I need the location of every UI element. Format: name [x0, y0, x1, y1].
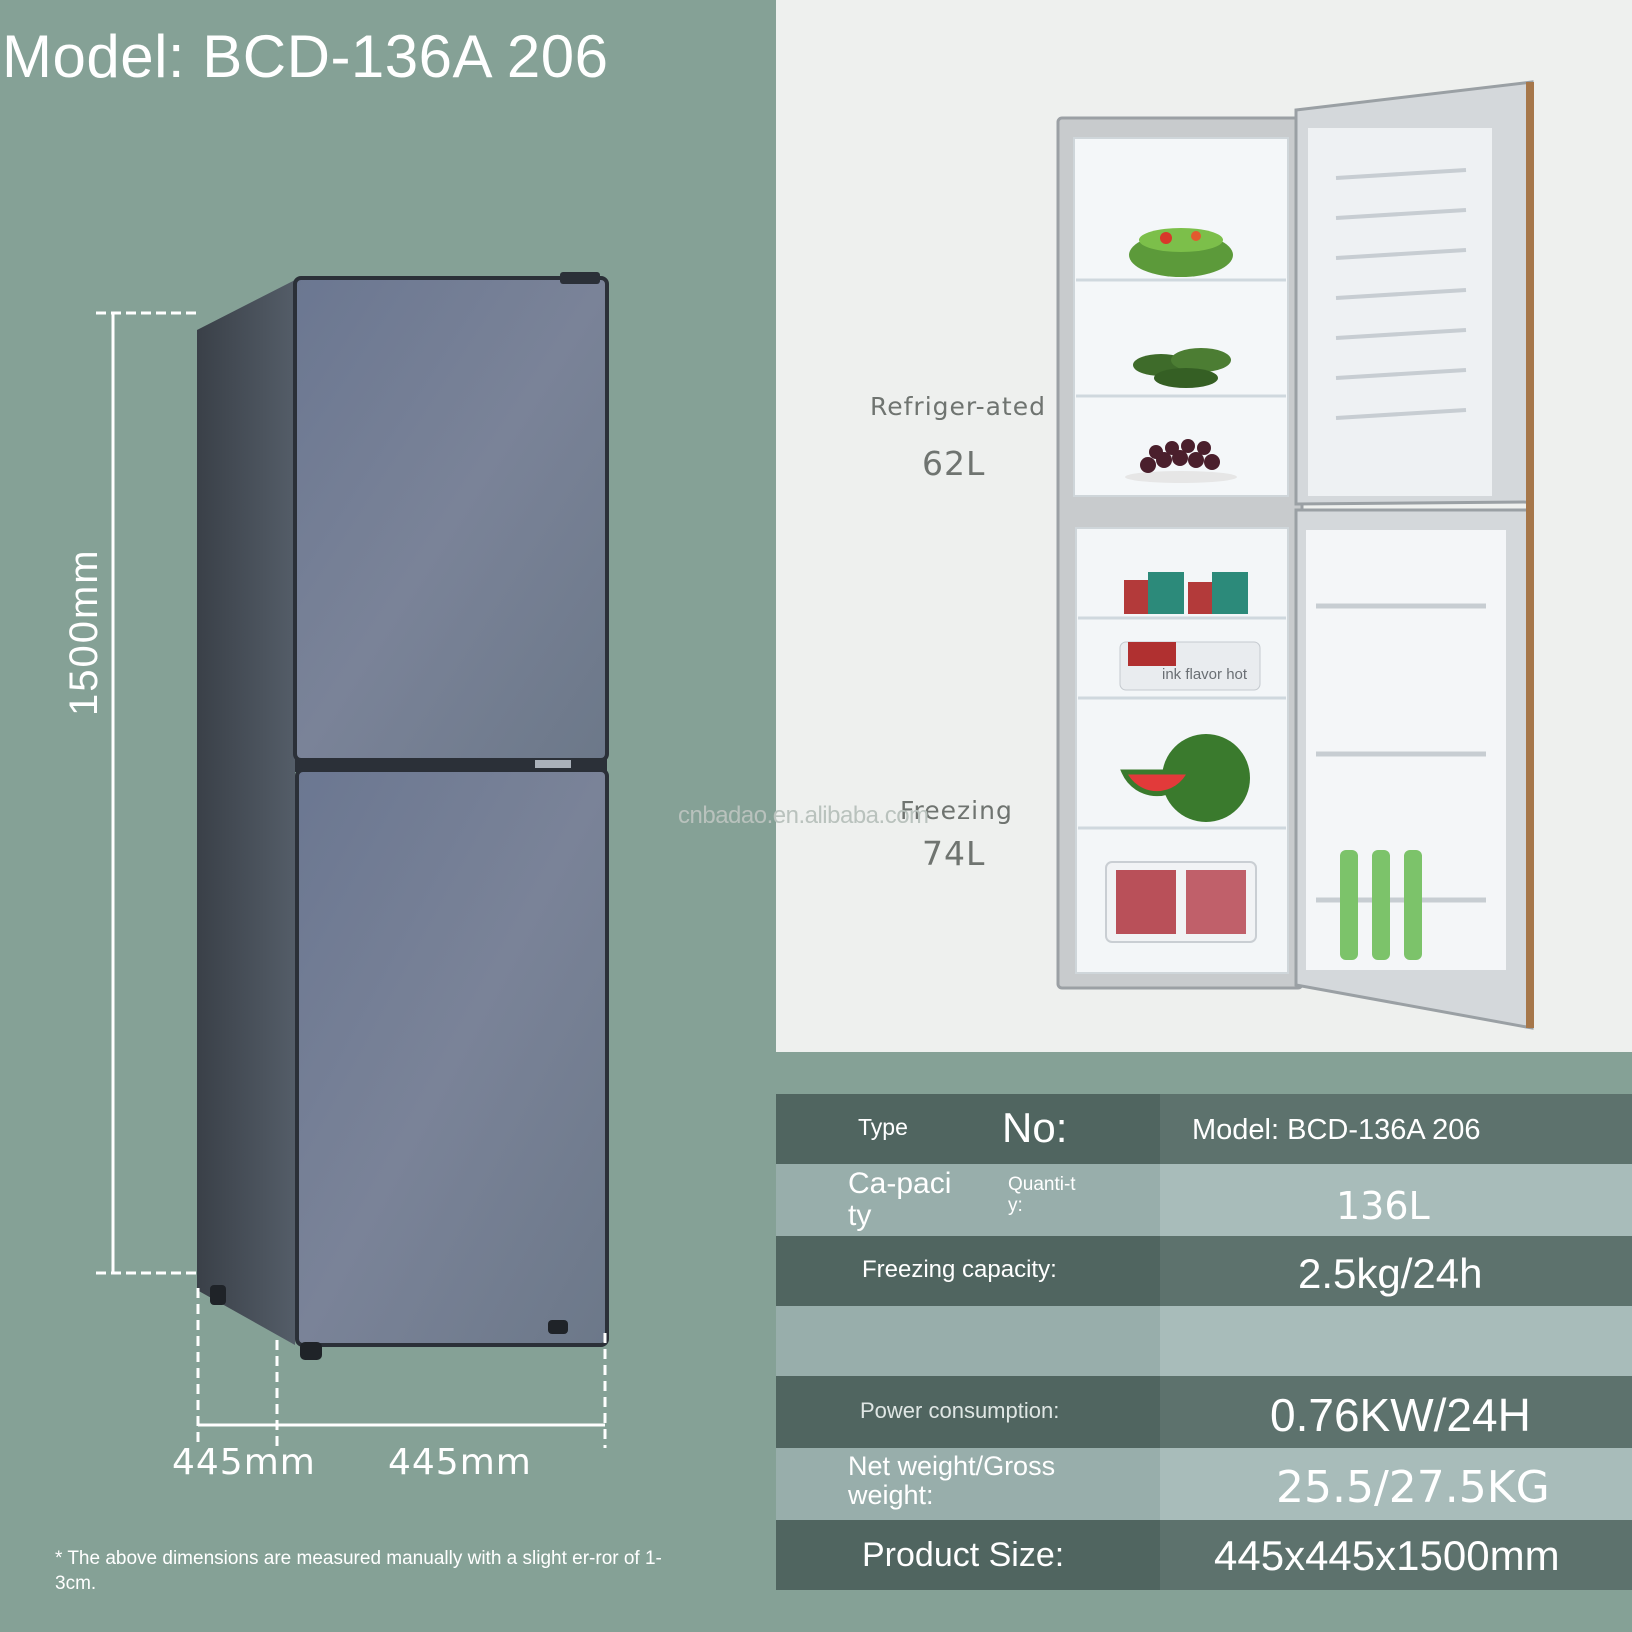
refrigerated-volume: 62L: [922, 444, 986, 483]
refrigerator-compartment: [1073, 137, 1289, 497]
spec-row-weight: Net weight/Gross weight: 25.5/27.5KG: [776, 1448, 1632, 1520]
quantity-label: Quanti-ty:: [1008, 1174, 1076, 1216]
fridge-foot: [210, 1285, 226, 1305]
size-label: Product Size:: [862, 1536, 1065, 1574]
grapes: [1140, 439, 1220, 473]
spec-row-power: Power consumption: 0.76KW/24H: [776, 1376, 1632, 1448]
fridge-side-panel: [197, 280, 295, 1345]
watermark: cnbadao.en.alibaba.com: [678, 802, 929, 829]
capacity-label: Ca-pacity: [848, 1167, 952, 1232]
fridge-top-door: [293, 276, 609, 762]
height-dimension-line: [96, 311, 200, 1275]
depth-label: 445mm: [172, 1442, 316, 1483]
fridge-bottom-door: [295, 768, 609, 1347]
freezing-capacity-label: Freezing capacity:: [862, 1256, 1057, 1283]
yogurt-cups: [1124, 572, 1248, 614]
fridge-foot: [548, 1320, 568, 1334]
height-label: 1500mm: [62, 548, 106, 716]
spec-row-capacity: Ca-pacity Quanti-ty: 136L: [776, 1164, 1632, 1236]
size-value: 445x445x1500mm: [1214, 1532, 1560, 1579]
freezing-volume: 74L: [922, 834, 986, 873]
freezing-capacity-value: 2.5kg/24h: [1298, 1250, 1483, 1297]
weight-label: Net weight/Gross weight:: [848, 1451, 1056, 1510]
fridge-foot: [300, 1342, 322, 1360]
freezing-label: Freezing: [900, 796, 1013, 825]
spec-row-freezing-capacity: Freezing capacity: 2.5kg/24h: [776, 1236, 1632, 1306]
no-label: No:: [1002, 1104, 1068, 1151]
weight-value: 25.5/27.5KG: [1276, 1462, 1550, 1513]
power-label: Power consumption:: [860, 1398, 1060, 1423]
model-value: Model: BCD-136A 206: [1192, 1114, 1481, 1146]
type-label: Type: [858, 1114, 908, 1140]
page-title: Model: BCD-136A 206: [2, 23, 609, 90]
power-value: 0.76KW/24H: [1270, 1389, 1531, 1441]
spec-row-size: Product Size: 445x445x1500mm: [776, 1520, 1632, 1590]
watermelon: [1162, 734, 1250, 822]
package-text: ink flavor hot: [1162, 666, 1248, 683]
width-label: 445mm: [388, 1442, 532, 1483]
spec-row-empty: [776, 1306, 1632, 1376]
bottles: [1340, 850, 1422, 960]
dimension-footnote: * The above dimensions are measured manu…: [55, 1548, 662, 1594]
fridge-illustration: [96, 272, 609, 1448]
width-dimension-line: [196, 1288, 607, 1448]
spec-row-model: Type No: Model: BCD-136A 206: [776, 1094, 1632, 1164]
open-fridge-photo: ink flavor hot: [1056, 80, 1534, 1030]
refrigerated-label: Refriger-ated: [870, 392, 1046, 421]
capacity-value: 136L: [1336, 1184, 1430, 1228]
